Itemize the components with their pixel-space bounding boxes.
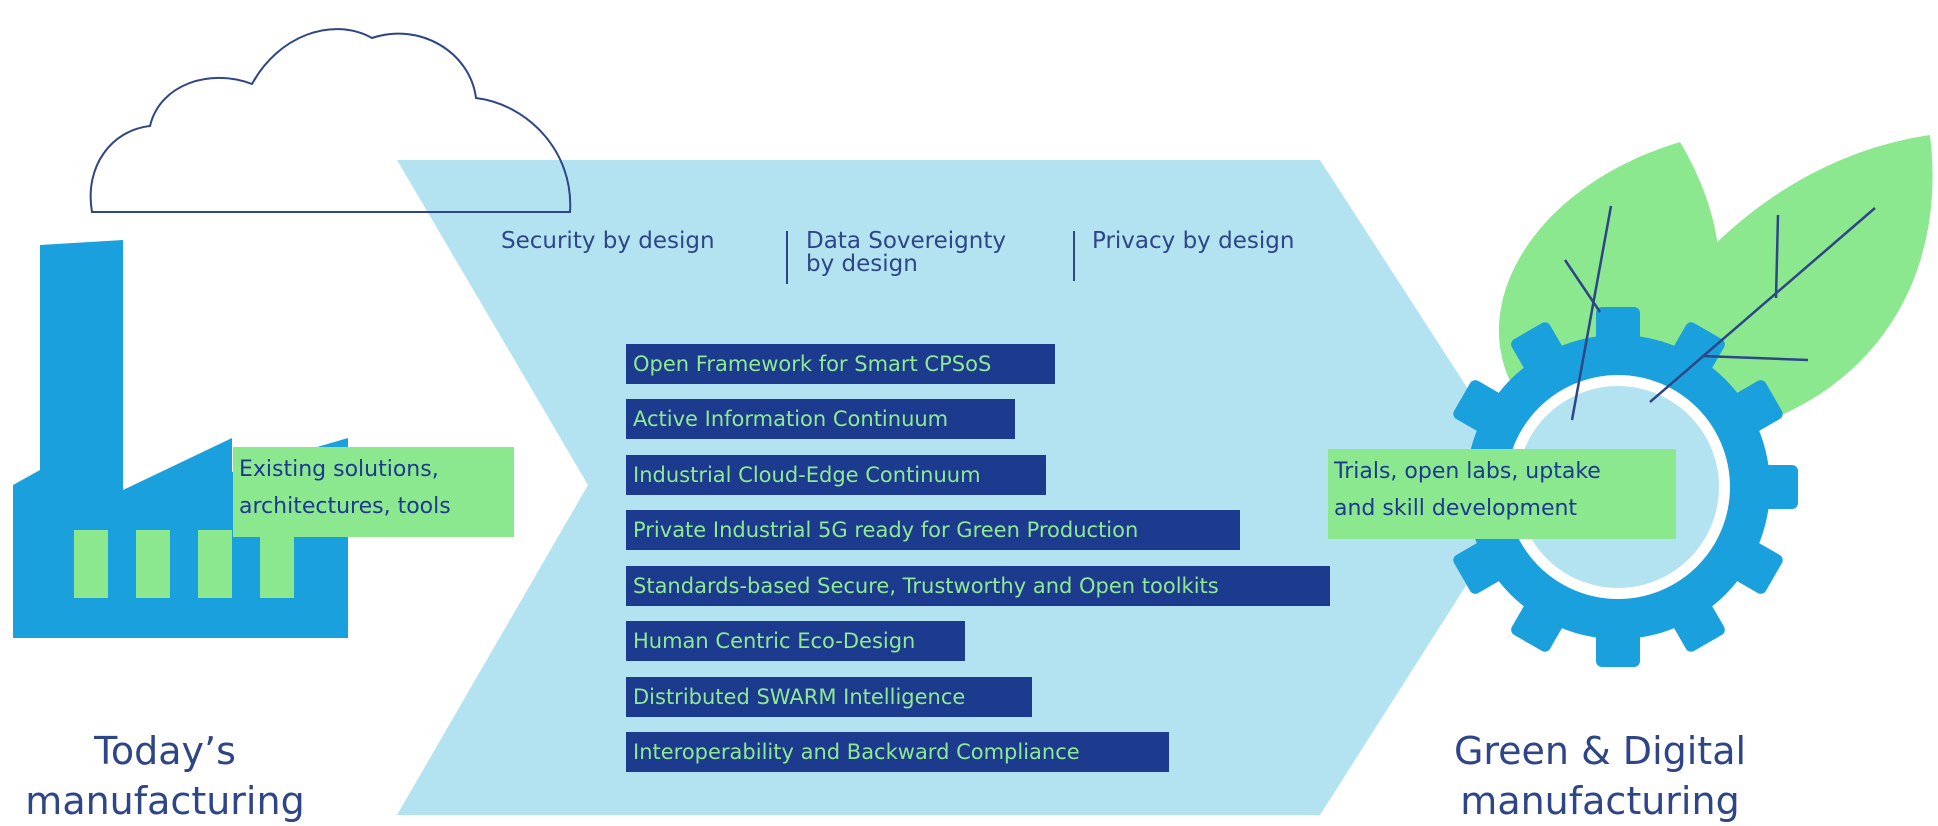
principle-privacy: Privacy by design — [1092, 228, 1294, 255]
todays-manufacturing-line2: manufacturing — [25, 779, 305, 823]
outcome-bar: Open Framework for Smart CPSoS — [626, 344, 1055, 384]
cloud-icon — [89, 28, 572, 213]
trials-line1: Trials, open labs, uptake — [1334, 459, 1601, 484]
principle-separator — [786, 231, 788, 284]
principle-separator — [1073, 231, 1075, 281]
principle-security-text: Security by design — [501, 228, 715, 254]
outcome-bar: Interoperability and Backward Compliance — [626, 732, 1169, 772]
green-digital-line1: Green & Digital — [1453, 729, 1747, 773]
factory-icon — [13, 240, 348, 638]
trials-box: Trials, open labs, uptake and skill deve… — [1328, 449, 1676, 539]
principle-data-sovereignty: Data Sovereignty by design — [806, 228, 1006, 278]
principle-data-sovereignty-line2: by design — [806, 251, 918, 277]
outcome-bar: Standards-based Secure, Trustworthy and … — [626, 566, 1330, 606]
todays-manufacturing-line1: Today’s — [94, 729, 236, 773]
outcome-bar: Distributed SWARM Intelligence — [626, 677, 1032, 717]
outcome-bar: Industrial Cloud-Edge Continuum — [626, 455, 1046, 495]
principle-data-sovereignty-line1: Data Sovereignty — [806, 228, 1006, 254]
principle-security: Security by design — [501, 228, 715, 255]
trials-line2: and skill development — [1334, 496, 1578, 521]
principle-privacy-text: Privacy by design — [1092, 228, 1295, 254]
green-digital-manufacturing-title: Green & Digital manufacturing — [1410, 726, 1790, 826]
existing-solutions-line2: architectures, tools — [239, 494, 451, 519]
leaf-veins — [1563, 205, 1876, 421]
todays-manufacturing-title: Today’s manufacturing — [0, 726, 330, 826]
existing-solutions-box: Existing solutions, architectures, tools — [233, 447, 514, 537]
green-digital-line2: manufacturing — [1460, 779, 1740, 823]
outcome-bar: Active Information Continuum — [626, 399, 1015, 439]
outcome-bar: Private Industrial 5G ready for Green Pr… — [626, 510, 1240, 550]
existing-solutions-line1: Existing solutions, — [239, 457, 439, 482]
outcome-bar: Human Centric Eco-Design — [626, 621, 965, 661]
